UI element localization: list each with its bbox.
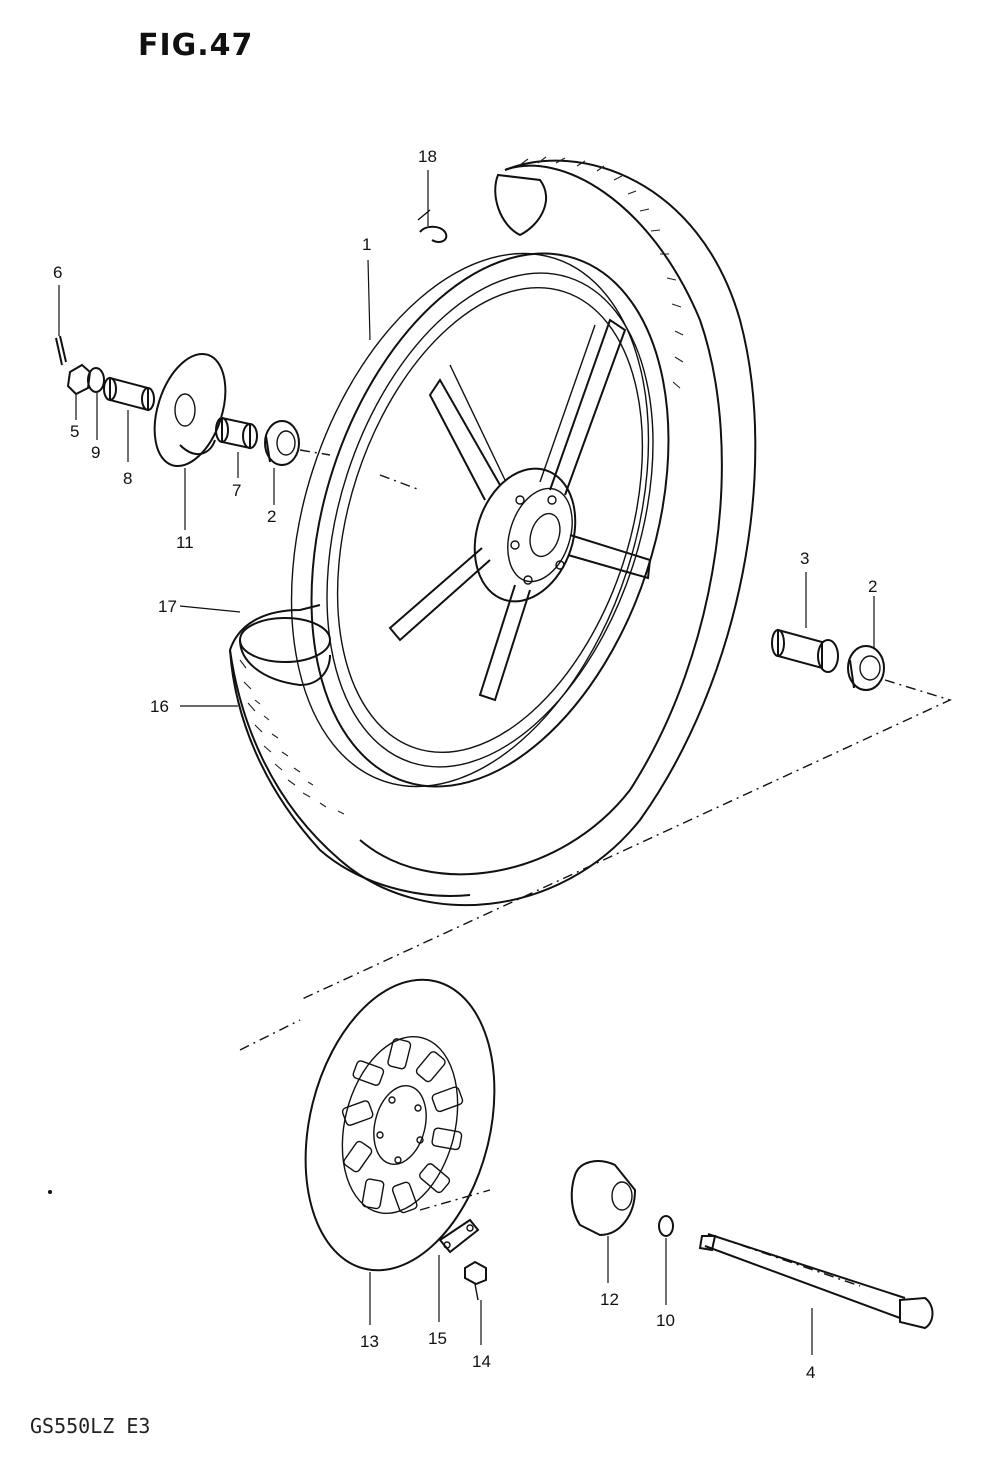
wheel-assembly [228, 156, 757, 906]
speedometer-gearbox [153, 352, 227, 468]
callout-9: 9 [91, 443, 100, 462]
callout-1: 1 [362, 235, 371, 254]
callout-2-right: 2 [868, 577, 877, 596]
spokes [388, 318, 652, 702]
disc-bolt [464, 1260, 487, 1301]
spacer-right [771, 628, 839, 673]
disc-lock-washer [438, 1218, 480, 1254]
callout-14: 14 [472, 1352, 491, 1371]
callout-8: 8 [123, 469, 132, 488]
left-hub-parts [55, 335, 421, 491]
brake-disc [304, 978, 496, 1272]
callout-5: 5 [70, 422, 79, 441]
axle-washer [87, 367, 105, 393]
callout-4: 4 [806, 1363, 815, 1382]
wheel-collar [570, 1160, 637, 1237]
callout-numbers: 18 1 6 5 9 8 11 7 2 17 16 3 2 13 15 14 1… [53, 147, 877, 1382]
right-hub-parts [239, 628, 952, 1051]
callout-18: 18 [418, 147, 437, 166]
axle-washer-right [658, 1215, 674, 1237]
callout-10: 10 [656, 1311, 675, 1330]
callout-3: 3 [800, 549, 809, 568]
figure-title: FIG.47 [138, 28, 254, 63]
bearing-left [264, 420, 300, 466]
callout-7: 7 [232, 481, 241, 500]
bearing-right [847, 645, 885, 691]
callout-15: 15 [428, 1329, 447, 1348]
front-axle [698, 1233, 934, 1330]
cotter-pin [55, 335, 67, 366]
callout-13: 13 [360, 1332, 379, 1351]
callout-6: 6 [53, 263, 62, 282]
hub-spacer [215, 416, 258, 450]
callout-16: 16 [150, 697, 169, 716]
tire-valve [417, 209, 448, 243]
callout-2-left: 2 [267, 507, 276, 526]
model-code: GS550LZ E3 [30, 1414, 151, 1438]
callout-17: 17 [158, 597, 177, 616]
hub [473, 467, 577, 603]
axle-nut [66, 363, 92, 396]
callout-12: 12 [600, 1290, 619, 1309]
spacer [103, 376, 155, 412]
tire [228, 156, 757, 906]
callout-11: 11 [176, 533, 194, 552]
leader-lines [58, 170, 875, 1355]
